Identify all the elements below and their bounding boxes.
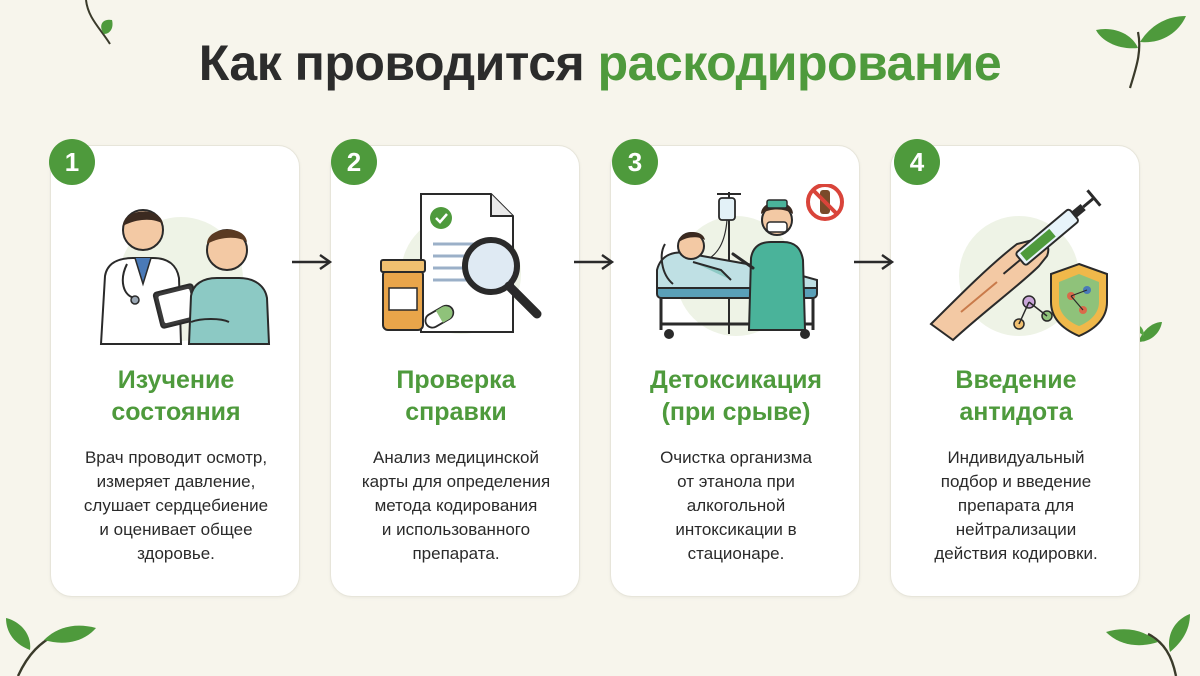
step-title: Детоксикация (при срыве) <box>649 366 823 426</box>
leaf-decoration-bottom-left-icon <box>6 618 96 676</box>
page-title: Как проводится раскодирование <box>0 34 1200 92</box>
leaf-decoration-top-right-icon <box>1096 16 1186 89</box>
step-number-badge: 1 <box>49 139 95 185</box>
step-title: Изучение состояния <box>111 366 241 426</box>
document-magnifier-icon <box>380 193 542 334</box>
step-title: Введение антидота <box>955 366 1077 426</box>
leaf-decoration-bottom-right-icon <box>1106 614 1190 676</box>
arrow-right-icon <box>854 254 895 270</box>
step-number-badge: 3 <box>612 139 658 185</box>
step-description: Врач проводит осмотр, измеряет давление,… <box>83 448 269 563</box>
step-description: Индивидуальный подбор и введение препара… <box>934 448 1098 563</box>
page-title-accent: раскодирование <box>597 35 1002 91</box>
syringe-shield-icon <box>929 189 1108 342</box>
step-card-2: Проверка справки Анализ медицинской карт… <box>330 145 580 597</box>
step-card-4: Введение антидота Индивидуальный подбор … <box>890 145 1140 597</box>
step-description: Очистка организма от этанола при алкогол… <box>660 448 812 563</box>
arrow-right-icon <box>574 254 615 270</box>
step-description: Анализ медицинской карты для определения… <box>361 448 551 563</box>
doctor-patient-icon <box>99 209 271 345</box>
step-card-1: Изучение состояния Врач проводит осмотр,… <box>50 145 300 597</box>
step-card-3: Детоксикация (при срыве) Очистка организ… <box>610 145 860 597</box>
step-title: Проверка справки <box>396 366 516 426</box>
page-title-main: Как проводится <box>198 35 585 91</box>
step-number-badge: 2 <box>331 139 377 185</box>
hospital-bed-icon <box>656 184 844 339</box>
leaf-decoration-top-left-icon <box>85 0 113 45</box>
arrow-right-icon <box>292 254 333 270</box>
step-number-badge: 4 <box>894 139 940 185</box>
